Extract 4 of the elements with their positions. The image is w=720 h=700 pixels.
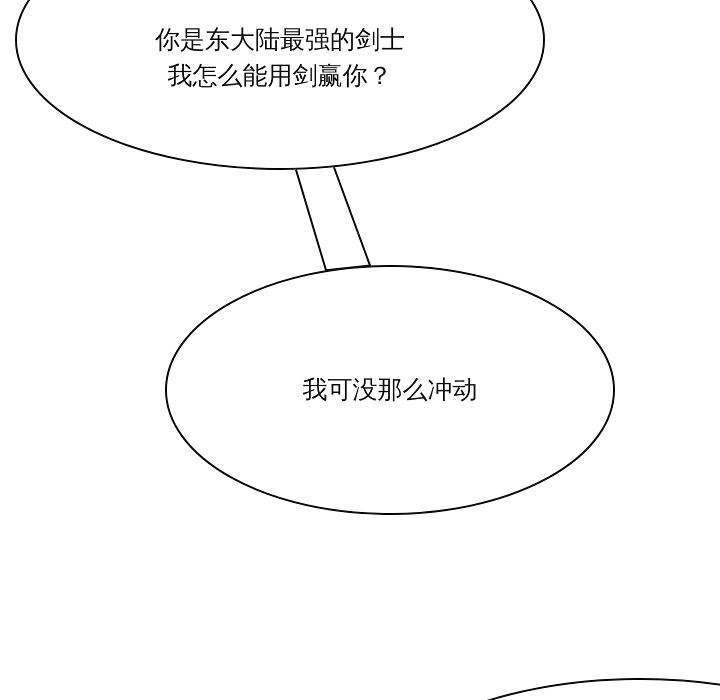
speech-text: 你是东大陆最强的剑士我怎么能用剑赢你？ xyxy=(154,24,406,92)
speech-text: 我可没那么冲动 xyxy=(302,374,478,406)
speech-bubble xyxy=(165,265,615,515)
bubble-tail xyxy=(295,166,372,272)
